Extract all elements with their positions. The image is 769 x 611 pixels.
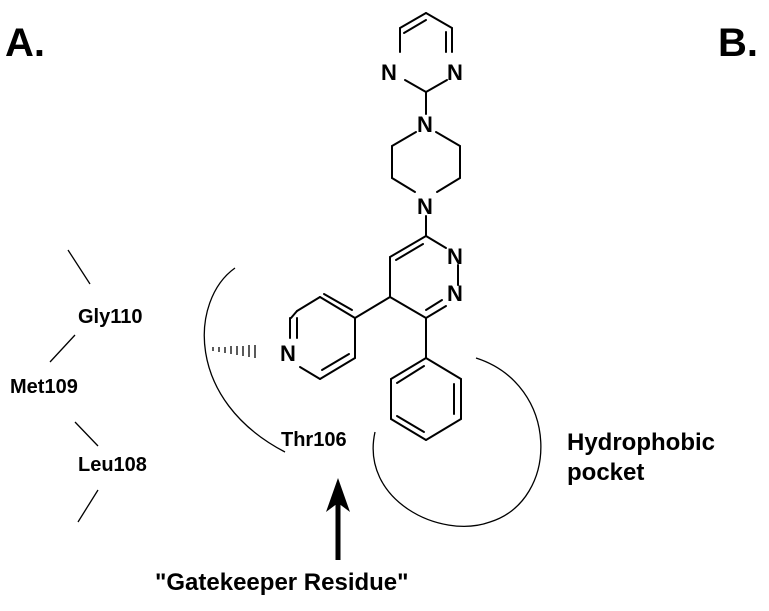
backbone-lines: [49, 249, 99, 523]
atom-pyrimidine-n-left: N: [381, 60, 397, 85]
residue-met109: Met109: [10, 376, 78, 398]
pyrimidine-ring: [399, 12, 453, 115]
atom-pyridazine-n1: N: [447, 244, 463, 269]
hydrophobic-label-line2: pocket: [567, 459, 644, 486]
atom-piperazine-n-top: N: [417, 112, 433, 137]
piperazine-ring: [391, 131, 461, 237]
atom-pyridazine-n2: N: [447, 281, 463, 306]
residue-leu108: Leu108: [78, 454, 147, 476]
residue-thr106: Thr106: [281, 429, 347, 451]
panel-label-a: A.: [5, 21, 45, 65]
hinge-region-arc: [203, 267, 286, 453]
hydrophobic-pocket-arc: [372, 357, 542, 527]
gatekeeper-label: "Gatekeeper Residue": [155, 569, 409, 596]
atom-piperazine-n-bottom: N: [417, 194, 433, 219]
hydrogen-bond-hash: [212, 345, 256, 358]
pyridine-ring: [289, 293, 391, 380]
atom-pyridine-n: N: [280, 341, 296, 366]
phenyl-ring: [390, 317, 462, 441]
atom-pyrimidine-n-right: N: [447, 60, 463, 85]
hydrophobic-label-line1: Hydrophobic: [567, 429, 715, 456]
pyridazine-ring: [389, 235, 459, 319]
panel-label-b: B.: [718, 21, 758, 65]
residue-gly110: Gly110: [78, 306, 143, 328]
gatekeeper-arrow: [326, 478, 350, 560]
